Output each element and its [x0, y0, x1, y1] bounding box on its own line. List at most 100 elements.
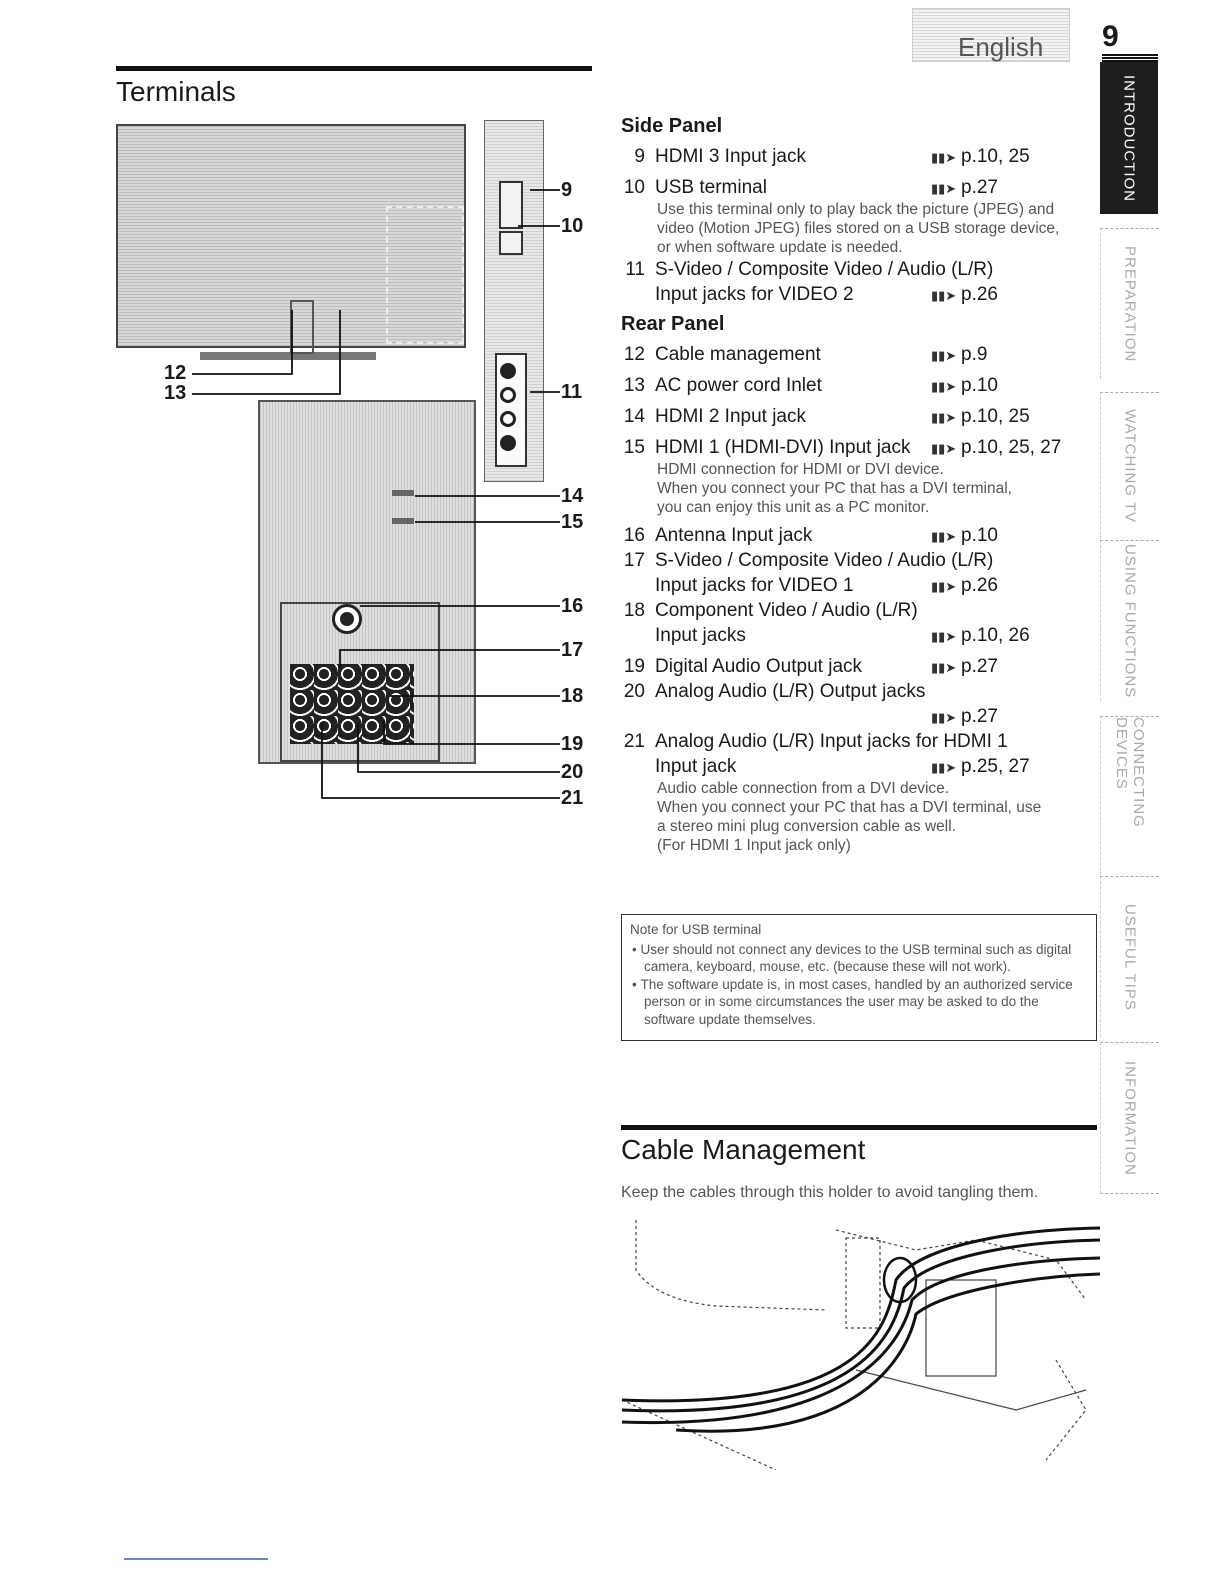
page-reference[interactable]: p.26	[961, 575, 998, 596]
terminal-item: 11 S-Video / Composite Video / Audio (L/…	[621, 257, 1091, 282]
item-label-line2: Input jacks for VIDEO 1	[655, 575, 854, 596]
callout-label: 9	[561, 179, 573, 201]
reference-arrow-icon: ▮▮➤	[931, 629, 957, 644]
description-line: When you connect your PC that has a DVI …	[657, 480, 1012, 497]
tab-connecting-devices[interactable]: CONNECTING DEVICES	[1100, 716, 1159, 875]
page-number: 9	[1102, 20, 1119, 53]
note-title: Note for USB terminal	[630, 922, 762, 937]
item-label: Component Video / Audio (L/R)	[655, 600, 918, 621]
item-label: S-Video / Composite Video / Audio (L/R)	[655, 550, 994, 571]
description-line: (For HDMI 1 Input jack only)	[657, 837, 851, 854]
tab-watching-tv[interactable]: WATCHING TV	[1100, 392, 1159, 539]
reference-arrow-icon: ▮▮➤	[931, 348, 957, 363]
description-line: HDMI connection for HDMI or DVI device.	[657, 461, 944, 478]
tab-label: INTRODUCTION	[1120, 74, 1138, 202]
item-label: Analog Audio (L/R) Input jacks for HDMI …	[655, 731, 1008, 752]
note-bullet-text: User should not connect any devices to t…	[640, 941, 1072, 975]
callout-label: 10	[561, 215, 584, 237]
tab-information[interactable]: INFORMATION	[1100, 1042, 1159, 1194]
tv-stand	[200, 352, 376, 360]
tab-introduction[interactable]: INTRODUCTION	[1100, 62, 1158, 214]
callout-label: 18	[561, 685, 584, 707]
terminal-item-continued: Input jacks for VIDEO 1 ▮▮➤ p.26	[621, 573, 1091, 598]
page-reference[interactable]: p.27	[961, 656, 998, 677]
section-rule	[621, 1125, 1097, 1130]
terminal-item: 13 AC power cord Inlet ▮▮➤p.10	[621, 373, 1091, 398]
item-number: 15	[623, 437, 645, 458]
page-reference[interactable]: p.27	[961, 177, 998, 198]
page-reference[interactable]: p.27	[961, 706, 998, 727]
reference-arrow-icon: ▮▮➤	[931, 441, 957, 456]
page-reference[interactable]: p.10, 26	[961, 625, 1030, 646]
terminals-title: Terminals	[116, 76, 236, 107]
language-label: English	[958, 32, 1044, 62]
item-description: Audio cable connection from a DVI device…	[657, 779, 1091, 855]
callout-leaders	[192, 189, 560, 799]
terminal-item-continued: Input jacks ▮▮➤ p.10, 26	[621, 623, 1091, 648]
page-reference[interactable]: p.10, 25	[961, 406, 1030, 427]
callout-label: 13	[164, 382, 187, 404]
item-label-line2: Input jack	[655, 756, 737, 777]
page-number-rule	[1102, 54, 1158, 62]
tab-label: INFORMATION	[1121, 1060, 1139, 1176]
note-bullet-text: The software update is, in most cases, h…	[640, 976, 1073, 1027]
callout-label: 17	[561, 639, 584, 661]
tab-label: USEFUL TIPS	[1121, 903, 1139, 1011]
usb-note-box: Note for USB terminal • User should not …	[621, 914, 1097, 1041]
page-reference[interactable]: p.10, 25, 27	[961, 437, 1062, 458]
terminal-item-continued: Input jack ▮▮➤p.25, 27	[621, 754, 1091, 779]
terminal-item: 10 USB terminal ▮▮➤p.27	[621, 175, 1091, 200]
reference-arrow-icon: ▮▮➤	[931, 410, 957, 425]
callout-label: 20	[561, 761, 584, 783]
terminal-list: Side Panel 9 HDMI 3 Input jack ▮▮➤p.10, …	[621, 115, 1091, 855]
side-panel-heading: Side Panel	[621, 115, 723, 137]
page-reference[interactable]: p.25, 27	[961, 756, 1030, 777]
side-panel-illustration	[484, 120, 544, 482]
reference-arrow-icon: ▮▮➤	[931, 379, 957, 394]
terminal-item: 12 Cable management ▮▮➤p.9	[621, 342, 1091, 367]
note-bullet: • The software update is, in most cases,…	[632, 976, 1073, 1027]
tab-preparation[interactable]: PREPARATION	[1100, 228, 1159, 379]
item-label-line2: Input jacks	[655, 625, 746, 646]
reference-arrow-icon: ▮▮➤	[931, 710, 957, 725]
stand-neck	[290, 300, 314, 354]
cable-management-title: Cable Management	[621, 1134, 866, 1165]
page-reference[interactable]: p.10, 25	[961, 146, 1030, 167]
item-label: USB terminal	[655, 177, 767, 198]
tab-using-functions[interactable]: USING FUNCTIONS	[1100, 540, 1159, 701]
description-line: a stereo mini plug conversion cable as w…	[657, 818, 956, 835]
description-line: When you connect your PC that has a DVI …	[657, 799, 1042, 816]
terminal-item: 20 Analog Audio (L/R) Output jacks	[621, 679, 1091, 704]
item-number: 13	[623, 375, 645, 396]
item-number: 16	[623, 525, 645, 546]
callout-label: 15	[561, 511, 584, 533]
footer-rule	[124, 1558, 268, 1560]
tv-rear-illustration	[258, 400, 476, 764]
tab-label: PREPARATION	[1121, 245, 1139, 363]
terminal-item: 16 Antenna Input jack ▮▮➤p.10	[621, 523, 1091, 548]
rear-panel-heading: Rear Panel	[621, 313, 725, 335]
callout-label: 16	[561, 595, 584, 617]
terminal-item: 17 S-Video / Composite Video / Audio (L/…	[621, 548, 1091, 573]
terminal-item: 15 HDMI 1 (HDMI-DVI) Input jack ▮▮➤p.10,…	[621, 435, 1091, 460]
page-reference[interactable]: p.10	[961, 375, 998, 396]
reference-arrow-icon: ▮▮➤	[931, 529, 957, 544]
item-label: Analog Audio (L/R) Output jacks	[655, 681, 926, 702]
tab-label: CONNECTING DEVICES	[1113, 717, 1147, 828]
item-number: 20	[623, 681, 645, 702]
reference-arrow-icon: ▮▮➤	[931, 579, 957, 594]
page-reference[interactable]: p.26	[961, 284, 998, 305]
page-reference[interactable]: p.10	[961, 525, 998, 546]
callout-label: 19	[561, 733, 584, 755]
item-number: 21	[623, 731, 645, 752]
callout-label: 11	[561, 381, 583, 403]
language-banner	[912, 8, 1070, 62]
callout-label: 21	[561, 787, 584, 809]
cable-holder-illustration	[621, 1220, 1100, 1470]
reference-arrow-icon: ▮▮➤	[931, 660, 957, 675]
item-number: 11	[625, 259, 645, 280]
tab-useful-tips[interactable]: USEFUL TIPS	[1100, 876, 1159, 1037]
page-reference[interactable]: p.9	[961, 344, 988, 365]
callout-label: 12	[164, 362, 187, 384]
tab-label: USING FUNCTIONS	[1121, 543, 1139, 699]
